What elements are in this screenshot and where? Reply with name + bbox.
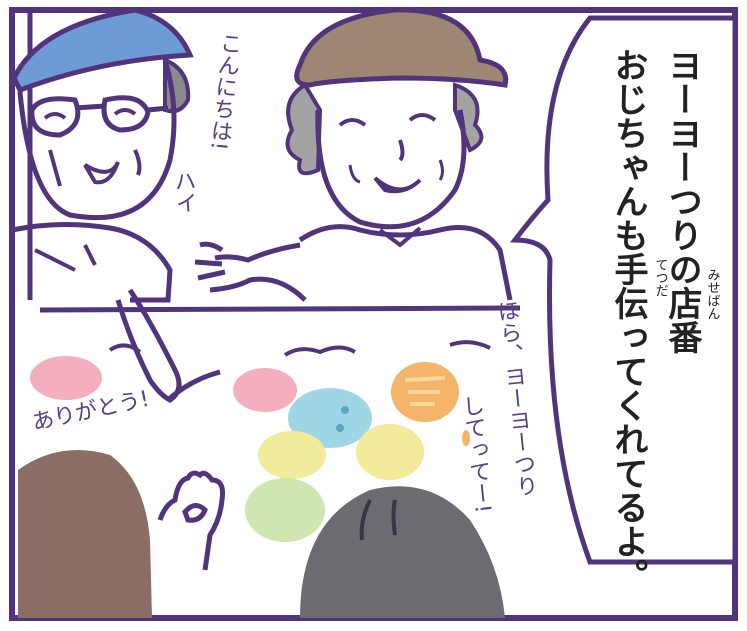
yoyo-green <box>245 478 325 542</box>
old-woman <box>194 7 513 302</box>
yoyo-yellow-left <box>258 431 326 479</box>
old-woman-mouth <box>373 176 422 194</box>
child-hair <box>18 450 152 618</box>
adult-hair <box>300 486 505 618</box>
old-man-mouth <box>83 161 120 185</box>
fishing-stick <box>166 369 221 402</box>
glasses <box>29 95 169 138</box>
brown-hat <box>294 7 509 88</box>
reply-text: ハイ <box>170 169 198 215</box>
speech-bubble <box>510 15 738 565</box>
speech-bubble-shape <box>510 15 738 565</box>
speech-ruby-1: みせばん <box>705 268 721 320</box>
old-woman-hand <box>194 241 307 302</box>
vendor-text-2: してってー! <box>458 394 495 515</box>
yoyo-yellow-right <box>356 424 424 480</box>
gray-curly-hair <box>285 82 484 176</box>
vendor-text-1: ほら、ヨーヨーつり <box>493 299 539 499</box>
adult-head <box>300 486 505 618</box>
speech-line-2: おじちゃんも手伝ってくれてるよ。 <box>608 48 648 592</box>
child-hand <box>157 470 225 571</box>
yoyo-blue <box>288 388 372 448</box>
speech-ruby-2: てつだ <box>653 258 668 297</box>
greeting-text: こんにちは! <box>205 31 242 152</box>
yoyo-pink-center <box>233 368 297 412</box>
child <box>18 450 225 618</box>
stall-counter <box>39 305 521 313</box>
yoyo-balloons <box>30 356 470 542</box>
blue-cap <box>11 7 194 94</box>
yoyo-pink-left <box>30 356 102 400</box>
water-ripples <box>108 340 491 357</box>
old-man-shirt <box>11 221 173 303</box>
speech-line-1: ヨーヨーつりの店番 <box>662 48 702 354</box>
old-woman-shirt <box>298 224 513 301</box>
